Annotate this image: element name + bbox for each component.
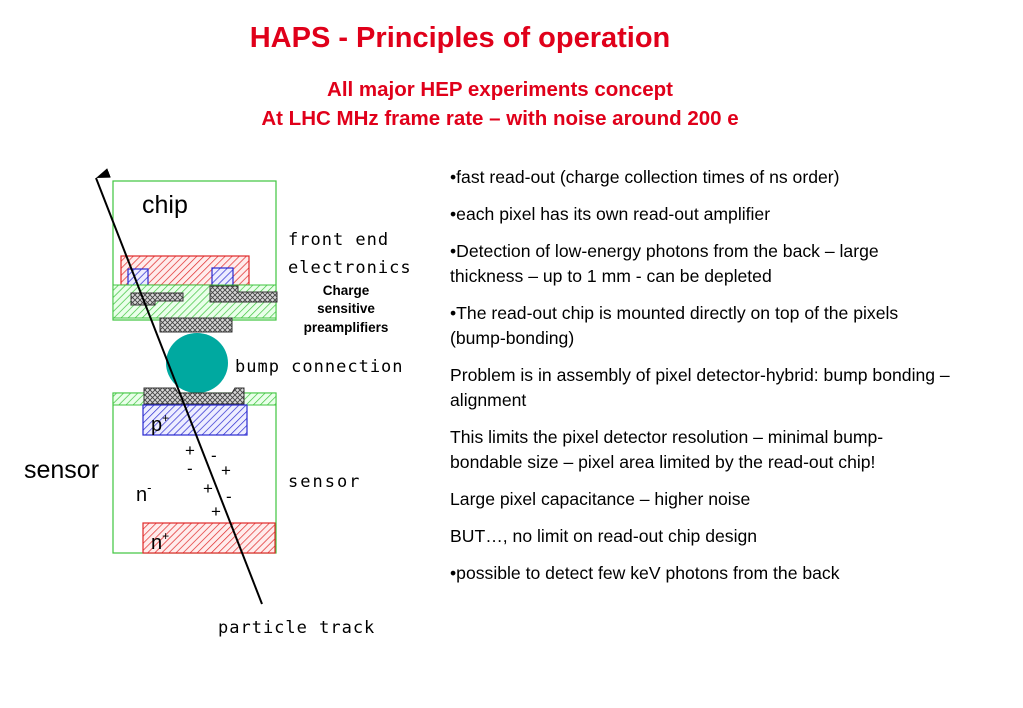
n-minus-label: n-: [136, 480, 151, 506]
n-plus-implant: [142, 522, 276, 554]
chip-bump-pad: [159, 317, 233, 333]
bullet-list: •fast read-out (charge collection times …: [450, 165, 950, 598]
bullet-item: •The read-out chip is mounted directly o…: [450, 303, 899, 348]
front-end-label-line1: front end: [288, 230, 389, 250]
particle-track-label: particle track: [218, 618, 375, 638]
bullet-item: •possible to detect few keV photons from…: [450, 563, 840, 583]
charge-carrier: +: [211, 502, 221, 521]
charge-label-line3: preamplifiers: [304, 320, 389, 335]
charge-label-line2: sensitive: [317, 301, 375, 316]
bullet-item: •each pixel has its own read-out amplifi…: [450, 204, 771, 224]
n-plus-label: n+: [151, 529, 169, 554]
particle-track-arrow: [95, 168, 263, 605]
charge-carrier: -: [187, 459, 193, 478]
charge-carrier: -: [211, 446, 217, 465]
sensor-big-label: sensor: [24, 456, 99, 484]
bump-ball: [166, 333, 228, 393]
slide-title: HAPS - Principles of operation: [249, 22, 671, 54]
bullet-item: This limits the pixel detector resolutio…: [450, 427, 884, 472]
charge-carrier: +: [185, 441, 195, 460]
charge-carriers: + - - + + - +: [185, 441, 232, 521]
charge-carrier: -: [226, 487, 232, 506]
bullet-item: •Detection of low-energy photons from th…: [450, 241, 879, 286]
slide-subtitle-line1: All major HEP experiments concept: [327, 78, 673, 101]
charge-carrier: +: [203, 479, 213, 498]
bullet-item: •fast read-out (charge collection times …: [450, 167, 840, 187]
bullet-item: Problem is in assembly of pixel detector…: [450, 365, 950, 410]
front-end-label-line2: electronics: [288, 258, 412, 278]
bullet-item: BUT…, no limit on read-out chip design: [450, 526, 758, 546]
charge-carrier: +: [221, 461, 231, 480]
p-plus-label: p+: [151, 411, 169, 436]
sensor-small-label: sensor: [288, 472, 361, 492]
charge-label-line1: Charge: [323, 283, 370, 298]
bullet-item: Large pixel capacitance – higher noise: [450, 489, 751, 509]
slide-subtitle-line2: At LHC MHz frame rate – with noise aroun…: [261, 107, 739, 130]
pixel-detector-diagram: chip front end electronics Charge sensit…: [24, 168, 412, 638]
sensor-bump-pad: [143, 387, 245, 405]
chip-label: chip: [142, 191, 188, 219]
bump-connection-label: bump connection: [235, 357, 404, 377]
